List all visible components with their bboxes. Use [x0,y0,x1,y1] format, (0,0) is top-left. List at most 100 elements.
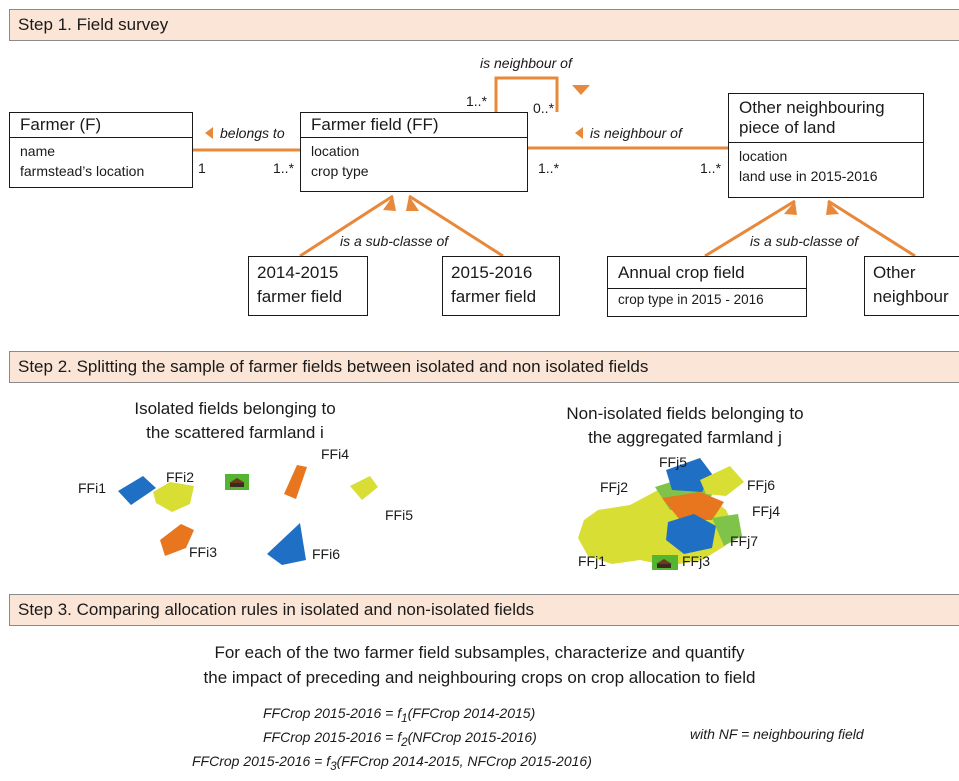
subclass-arrowhead-3 [784,201,797,215]
field-ffi6 [267,523,306,565]
other-neighbour-box: Other neighbour [864,256,959,316]
self-neighbour-loop [494,76,559,112]
subclass-arrowhead-2 [406,196,419,211]
ff-2014-box: 2014-2015 farmer field [248,256,368,316]
mult-self-a: 1..* [466,93,488,109]
farmstead-icon [652,555,678,570]
formula-3: FFCrop 2015-2016 = f3(FFCrop 2014-2015, … [192,753,592,773]
mult-ff-right: 1..* [538,160,560,176]
other-neighbour-line1: Other [873,263,916,282]
ff-2015-line2: farmer field [451,287,537,306]
formula-1-lhs: FFCrop 2015-2016 = f [263,705,402,721]
step2-header: Step 2. Splitting the sample of farmer f… [9,351,959,383]
other-land-attr-use: land use in 2015-2016 [739,168,878,184]
label-ffi4: FFi4 [321,446,349,462]
label-ffj2: FFj2 [600,479,628,495]
farmer-attr-name: name [20,143,56,159]
other-neighbour-line2: neighbour [873,287,949,306]
field-ffi4 [284,465,307,499]
nf-note: with NF = neighbouring field [690,726,864,742]
formula-2-lhs: FFCrop 2015-2016 = f [263,729,402,745]
label-ffi6: FFi6 [312,546,340,562]
ff-2015-box: 2015-2016 farmer field [442,256,560,316]
other-land-title-2: piece of land [739,118,836,137]
neighbour-label: is neighbour of [590,125,682,141]
step3-header: Step 3. Comparing allocation rules in is… [9,594,959,626]
formula-1-sub: 1 [401,711,408,725]
annual-crop-attr: crop type in 2015 - 2016 [618,292,764,307]
left-triangle-icon [205,127,213,139]
farmer-class-box: Farmer (F) name farmstead’s location [9,112,193,188]
subclass-label-1: is a sub-classe of [340,233,449,249]
subclass-arrowhead-4 [826,201,839,215]
ff-2014-line1: 2014-2015 [257,263,339,282]
field-ffj7 [712,514,742,546]
label-ffi2: FFi2 [166,469,194,485]
farmer-attr-location: farmstead’s location [20,163,145,179]
label-ffi5: FFi5 [385,507,413,523]
step3-desc-1: For each of the two farmer field subsamp… [214,643,745,662]
farmstead-icon [225,474,249,490]
subclass-arrowhead-1 [383,196,396,211]
other-land-class-box: Other neighbouring piece of land locatio… [728,93,924,198]
field-ffj3 [666,514,716,554]
subclass-line-1 [299,194,394,258]
label-ffj4: FFj4 [752,503,780,519]
field-ffj4 [662,492,724,520]
mult-ff-left: 1..* [273,160,295,176]
formula-2-rhs: (NFCrop 2015-2016) [407,729,537,745]
annual-crop-class-box: Annual crop field crop type in 2015 - 20… [607,256,807,317]
formula-3-sub: 3 [330,759,337,773]
subclass-line-3 [704,199,796,258]
step3-description: For each of the two farmer field subsamp… [0,640,959,690]
nonisolated-title-1: Non-isolated fields belonging to [566,404,804,423]
annual-crop-title: Annual crop field [608,257,806,289]
label-ffj1: FFj1 [578,553,606,569]
step3-desc-2: the impact of preceding and neighbouring… [203,668,756,687]
subclass-line-4 [827,199,916,258]
label-ffj6: FFj6 [747,477,775,493]
farmer-class-title: Farmer (F) [10,113,192,138]
other-land-title-1: Other neighbouring [739,98,885,117]
label-ffj3: FFj3 [682,553,710,569]
subclass-label-2: is a sub-classe of [750,233,859,249]
farmer-field-class-box: Farmer field (FF) location crop type [300,112,528,192]
farmer-field-attr-location: location [311,143,360,159]
mult-farmer: 1 [198,160,206,176]
farmer-field-class-title: Farmer field (FF) [301,113,527,138]
label-ffj7: FFj7 [730,533,758,549]
field-ffi3 [160,524,194,556]
ff-2015-line1: 2015-2016 [451,263,533,282]
mult-other-left: 1..* [700,160,722,176]
formula-1: FFCrop 2015-2016 = f1(FFCrop 2014-2015) [263,705,535,725]
isolated-title-2: the scattered farmland i [146,423,324,442]
label-ffj5: FFj5 [659,454,687,470]
formula-2-sub: 2 [401,735,408,749]
isolated-title: Isolated fields belonging to the scatter… [100,397,370,445]
field-ffj5 [666,458,712,492]
self-neighbour-label: is neighbour of [480,55,572,71]
label-ffi1: FFi1 [78,480,106,496]
formula-3-rhs: (FFCrop 2014-2015, NFCrop 2015-2016) [336,753,592,769]
field-ffi5 [350,476,378,500]
down-triangle-icon [572,85,590,95]
nonisolated-title: Non-isolated fields belonging to the agg… [540,402,830,450]
ff-2014-line2: farmer field [257,287,343,306]
step1-header: Step 1. Field survey [9,9,959,41]
field-ffi1 [118,476,156,505]
other-land-attr-location: location [739,148,788,164]
subclass-line-2 [408,194,504,258]
label-ffi3: FFi3 [189,544,217,560]
mult-self-b: 0..* [533,100,555,116]
formula-2: FFCrop 2015-2016 = f2(NFCrop 2015-2016) [263,729,537,749]
belongs-to-label: belongs to [220,125,285,141]
farmer-field-attr-crop: crop type [311,163,369,179]
formula-1-rhs: (FFCrop 2014-2015) [407,705,536,721]
field-ffj6 [700,466,744,496]
field-ffi2 [153,482,194,512]
formula-3-lhs: FFCrop 2015-2016 = f [192,753,331,769]
left-triangle-icon [575,127,583,139]
nonisolated-title-2: the aggregated farmland j [588,428,782,447]
